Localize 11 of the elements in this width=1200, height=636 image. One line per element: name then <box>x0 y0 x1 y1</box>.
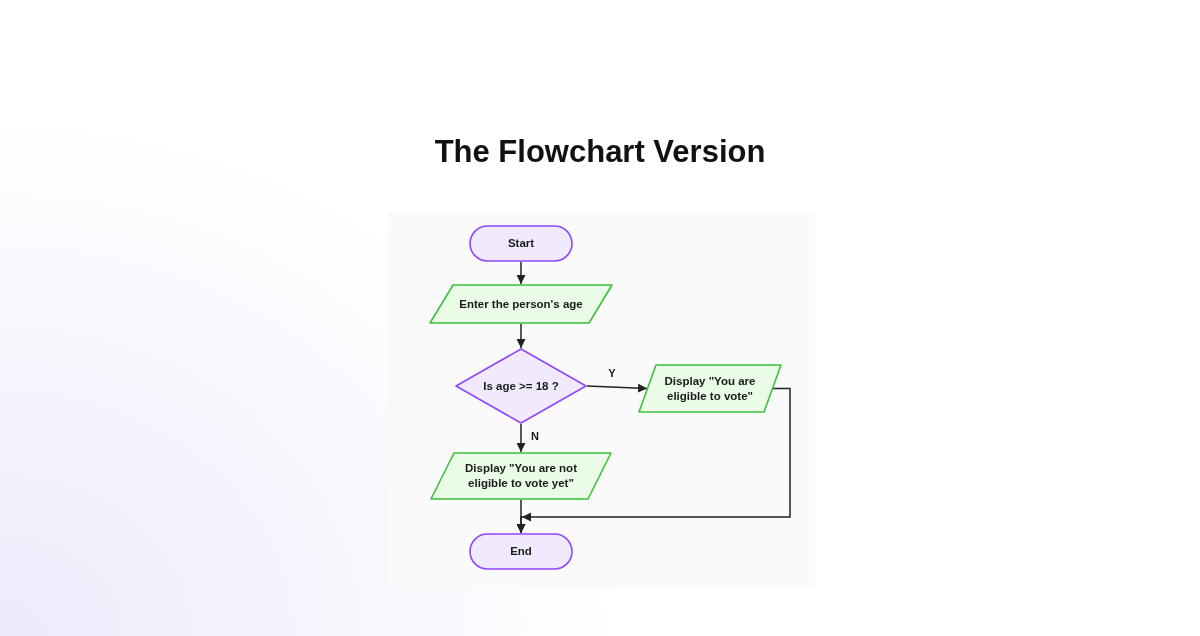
arrow <box>516 499 526 534</box>
arrow <box>516 423 526 453</box>
start-terminal: Start <box>469 225 573 262</box>
arrow <box>586 383 648 393</box>
arrow <box>516 261 526 285</box>
end-terminal: End <box>469 533 573 570</box>
edge-label: N <box>531 429 539 443</box>
title: The Flowchart Version <box>433 133 767 171</box>
arrow <box>516 323 526 349</box>
edge-label: Y <box>608 366 616 380</box>
decision-diamond: Is age >= 18 ? <box>455 348 587 424</box>
